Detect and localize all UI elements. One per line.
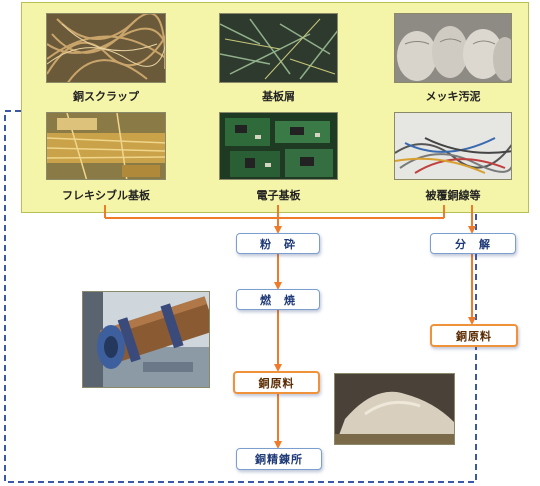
flexible-board-photo xyxy=(46,112,166,180)
material-label: 電子基板 xyxy=(256,189,301,202)
material-label: 被覆銅線等 xyxy=(425,189,481,202)
electronic-board-photo xyxy=(219,112,338,180)
coated-wire-photo xyxy=(394,112,512,180)
burn-box: 燃 焼 xyxy=(236,289,320,310)
burn-label: 燃 焼 xyxy=(260,293,296,307)
rotary-kiln-photo xyxy=(82,291,210,388)
board-scrap-photo xyxy=(219,13,338,83)
refinery-box: 銅精錬所 xyxy=(236,448,322,470)
copper-scrap-photo xyxy=(46,13,166,83)
copper-material-label: 銅原料 xyxy=(258,376,295,390)
copper-material-photo xyxy=(334,373,455,445)
material-label: フレキシブル基板 xyxy=(62,189,150,202)
refinery-label: 銅精錬所 xyxy=(255,453,303,466)
material-label: メッキ汚泥 xyxy=(425,90,481,103)
plating-sludge-photo xyxy=(394,13,512,83)
dashed-boundary xyxy=(4,110,477,483)
material-label: 銅スクラップ xyxy=(73,90,139,103)
material-label: 基板屑 xyxy=(262,90,295,103)
crush-label: 粉 砕 xyxy=(260,237,296,251)
crush-box: 粉 砕 xyxy=(236,233,320,254)
copper-material-box-right: 銅原料 xyxy=(430,324,518,347)
disassemble-label: 分 解 xyxy=(455,237,491,251)
disassemble-box: 分 解 xyxy=(430,233,516,254)
copper-material-box-left: 銅原料 xyxy=(233,371,320,394)
copper-material-label: 銅原料 xyxy=(456,329,492,343)
